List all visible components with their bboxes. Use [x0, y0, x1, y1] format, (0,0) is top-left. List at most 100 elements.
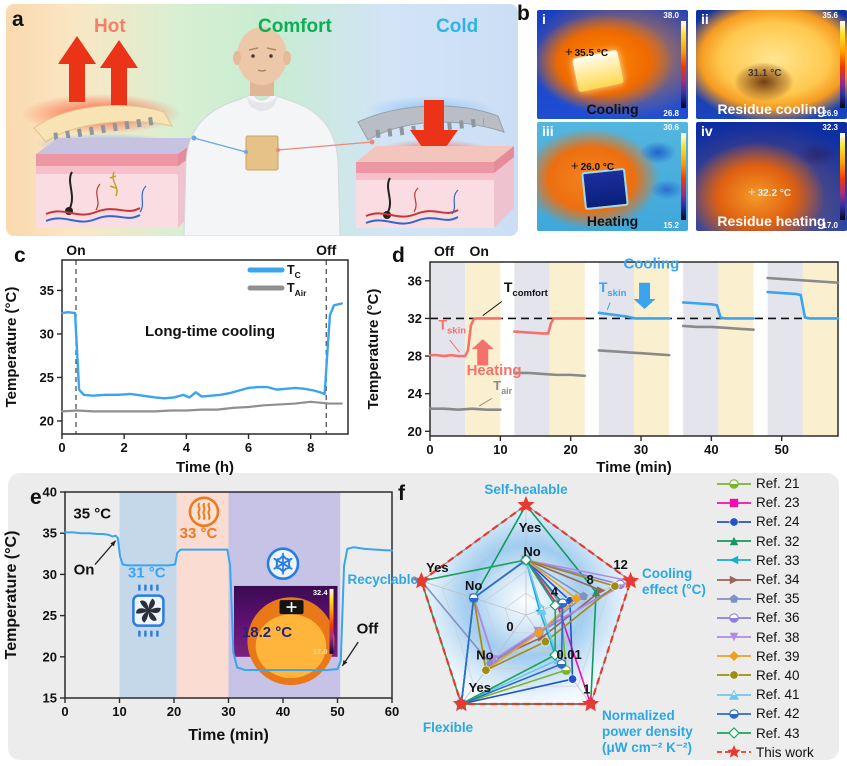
legend-label: Ref. 43 — [756, 725, 800, 741]
svg-text:12: 12 — [613, 557, 627, 572]
colorbar-min: 26.9 — [822, 109, 838, 118]
svg-text:On: On — [470, 243, 489, 259]
cold-label: Cold — [436, 16, 479, 37]
cold-skin-block — [356, 96, 514, 228]
spot-temperature: +35.5 °C — [565, 44, 609, 59]
patch-pins — [53, 116, 159, 141]
legend-item: Ref. 24 — [716, 512, 814, 531]
legend-item: Ref. 39 — [716, 647, 814, 666]
svg-text:Tair: Tair — [493, 378, 512, 396]
svg-text:Cooling: Cooling — [642, 566, 692, 581]
svg-text:28: 28 — [408, 349, 422, 364]
legend-label: Ref. 39 — [756, 648, 800, 664]
thermoregulation-illustration — [21, 27, 514, 237]
legend-marker-icon — [717, 478, 751, 489]
svg-text:20: 20 — [43, 649, 57, 664]
legend-marker-icon — [717, 517, 751, 527]
thermal-image-residue-cooling: ii 35.6 26.9 31.1 °C Residue cooling — [696, 10, 847, 119]
vein — [45, 214, 141, 223]
legend-item: Ref. 36 — [716, 608, 814, 627]
panel-b-label: b — [517, 2, 530, 25]
svg-text:6: 6 — [245, 440, 252, 455]
legend-marker-icon — [717, 613, 751, 623]
svg-text:Temperature (°C): Temperature (°C) — [365, 289, 382, 410]
svg-text:10: 10 — [493, 442, 507, 457]
svg-text:TAir: TAir — [287, 281, 307, 298]
heating-patch — [357, 105, 505, 141]
svg-text:Off: Off — [316, 242, 337, 258]
legend-item: Ref. 43 — [716, 723, 814, 742]
svg-text:4: 4 — [551, 584, 559, 599]
legend-marker-icon — [717, 575, 751, 584]
svg-text:Tcomfort: Tcomfort — [504, 279, 549, 299]
thermal-colorbar — [681, 21, 686, 108]
svg-text:35: 35 — [40, 283, 54, 298]
svg-text:Long-time cooling: Long-time cooling — [145, 323, 275, 340]
tile-index: iv — [701, 123, 713, 139]
svg-text:15: 15 — [43, 691, 57, 706]
svg-text:40: 40 — [276, 704, 290, 719]
svg-text:(μW cm⁻² K⁻²): (μW cm⁻² K⁻²) — [602, 740, 692, 755]
legend-marker-icon — [717, 632, 751, 642]
svg-text:On: On — [74, 561, 95, 578]
legend-label: Ref. 40 — [756, 667, 800, 683]
svg-text:No: No — [476, 648, 493, 663]
svg-text:1: 1 — [583, 681, 590, 696]
tile-caption: Residue heating — [717, 213, 826, 229]
legend-label: Ref. 21 — [756, 476, 800, 492]
legend-label: Ref. 33 — [756, 552, 800, 568]
svg-text:Normalized: Normalized — [602, 708, 675, 723]
legend-item: Ref. 40 — [716, 666, 814, 685]
artery — [365, 209, 459, 218]
svg-text:35: 35 — [43, 526, 57, 541]
svg-text:Time (h): Time (h) — [176, 459, 234, 476]
svg-text:40: 40 — [704, 442, 718, 457]
tile-index: i — [542, 11, 546, 27]
heat-up-arrow-icon — [58, 36, 96, 102]
colorbar-min: 17.0 — [822, 221, 838, 230]
svg-text:31 °C: 31 °C — [128, 565, 166, 582]
svg-text:8: 8 — [307, 440, 314, 455]
svg-text:20: 20 — [167, 704, 181, 719]
svg-text:Off: Off — [434, 243, 455, 259]
svg-text:32: 32 — [408, 311, 422, 326]
svg-text:33 °C: 33 °C — [180, 525, 218, 542]
svg-text:0: 0 — [426, 442, 433, 457]
heat-up-arrow-icon — [100, 40, 138, 106]
thermal-colorbar — [681, 133, 686, 220]
legend-item: Ref. 21 — [716, 474, 814, 493]
panel-a: Hot Comfort Cold — [6, 4, 518, 237]
svg-text:50: 50 — [774, 442, 788, 457]
colorbar-max: 38.0 — [663, 11, 679, 20]
svg-text:0: 0 — [61, 704, 68, 719]
panel-e-label: e — [30, 486, 42, 509]
panel-f-label: f — [398, 482, 405, 505]
svg-text:0: 0 — [58, 440, 65, 455]
svg-text:Time (min): Time (min) — [188, 727, 269, 744]
nerve — [109, 171, 118, 197]
legend-item: Ref. 33 — [716, 551, 814, 570]
legend-label: Ref. 24 — [756, 514, 800, 530]
panel-c-label: c — [14, 244, 26, 267]
thermal-colorbar — [840, 21, 845, 108]
svg-text:Off: Off — [357, 621, 380, 638]
svg-text:4: 4 — [183, 440, 191, 455]
spot-temperature: +32.2 °C — [748, 184, 792, 199]
legend-marker-icon — [717, 556, 751, 565]
tile-caption: Residue cooling — [717, 101, 826, 117]
svg-text:Time (min): Time (min) — [596, 459, 672, 476]
svg-text:0.01: 0.01 — [556, 647, 581, 662]
colorbar-min: 26.8 — [663, 109, 679, 118]
svg-text:Tskin: Tskin — [599, 279, 627, 299]
svg-text:32.4: 32.4 — [313, 588, 328, 597]
tile-caption: Heating — [586, 213, 639, 229]
svg-text:60: 60 — [385, 704, 399, 719]
legend-marker-icon — [717, 670, 751, 680]
svg-text:Flexible: Flexible — [423, 720, 474, 735]
cooling-patch — [33, 104, 173, 143]
colorbar-min: 15.2 — [663, 221, 679, 230]
